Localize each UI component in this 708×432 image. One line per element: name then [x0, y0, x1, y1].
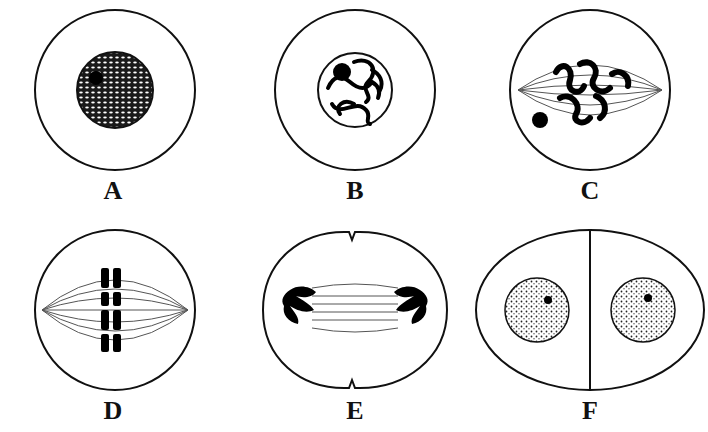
stage-letter: C — [581, 178, 600, 204]
nucleus — [505, 278, 569, 342]
cell-c — [510, 10, 670, 170]
cell-f — [476, 230, 704, 390]
spindle-fibres — [312, 284, 398, 332]
daughter-chromosomes — [282, 286, 427, 324]
cell-b — [275, 10, 435, 170]
spindle-fibres — [518, 65, 662, 115]
chromosome-plate — [101, 268, 121, 352]
spindle-fibres — [42, 280, 188, 340]
cell-d — [35, 230, 195, 390]
stage-letter: A — [104, 178, 123, 204]
nucleus — [611, 278, 675, 342]
nucleus — [318, 53, 392, 127]
chromosomes — [556, 62, 628, 122]
stage-letter: D — [104, 398, 123, 424]
stage-letter: F — [582, 398, 598, 424]
cell-division — [589, 230, 591, 390]
stage-letter: B — [346, 178, 363, 204]
nucleolus — [89, 71, 103, 85]
nucleolus — [532, 112, 548, 128]
cell-e — [263, 232, 447, 388]
nucleolus — [644, 294, 652, 302]
cell-a — [35, 10, 195, 170]
stage-letter: E — [346, 398, 363, 424]
nucleolus — [544, 296, 552, 304]
nucleus — [77, 52, 153, 128]
cell-outlines — [35, 10, 704, 390]
chromatin-threads — [328, 61, 382, 124]
